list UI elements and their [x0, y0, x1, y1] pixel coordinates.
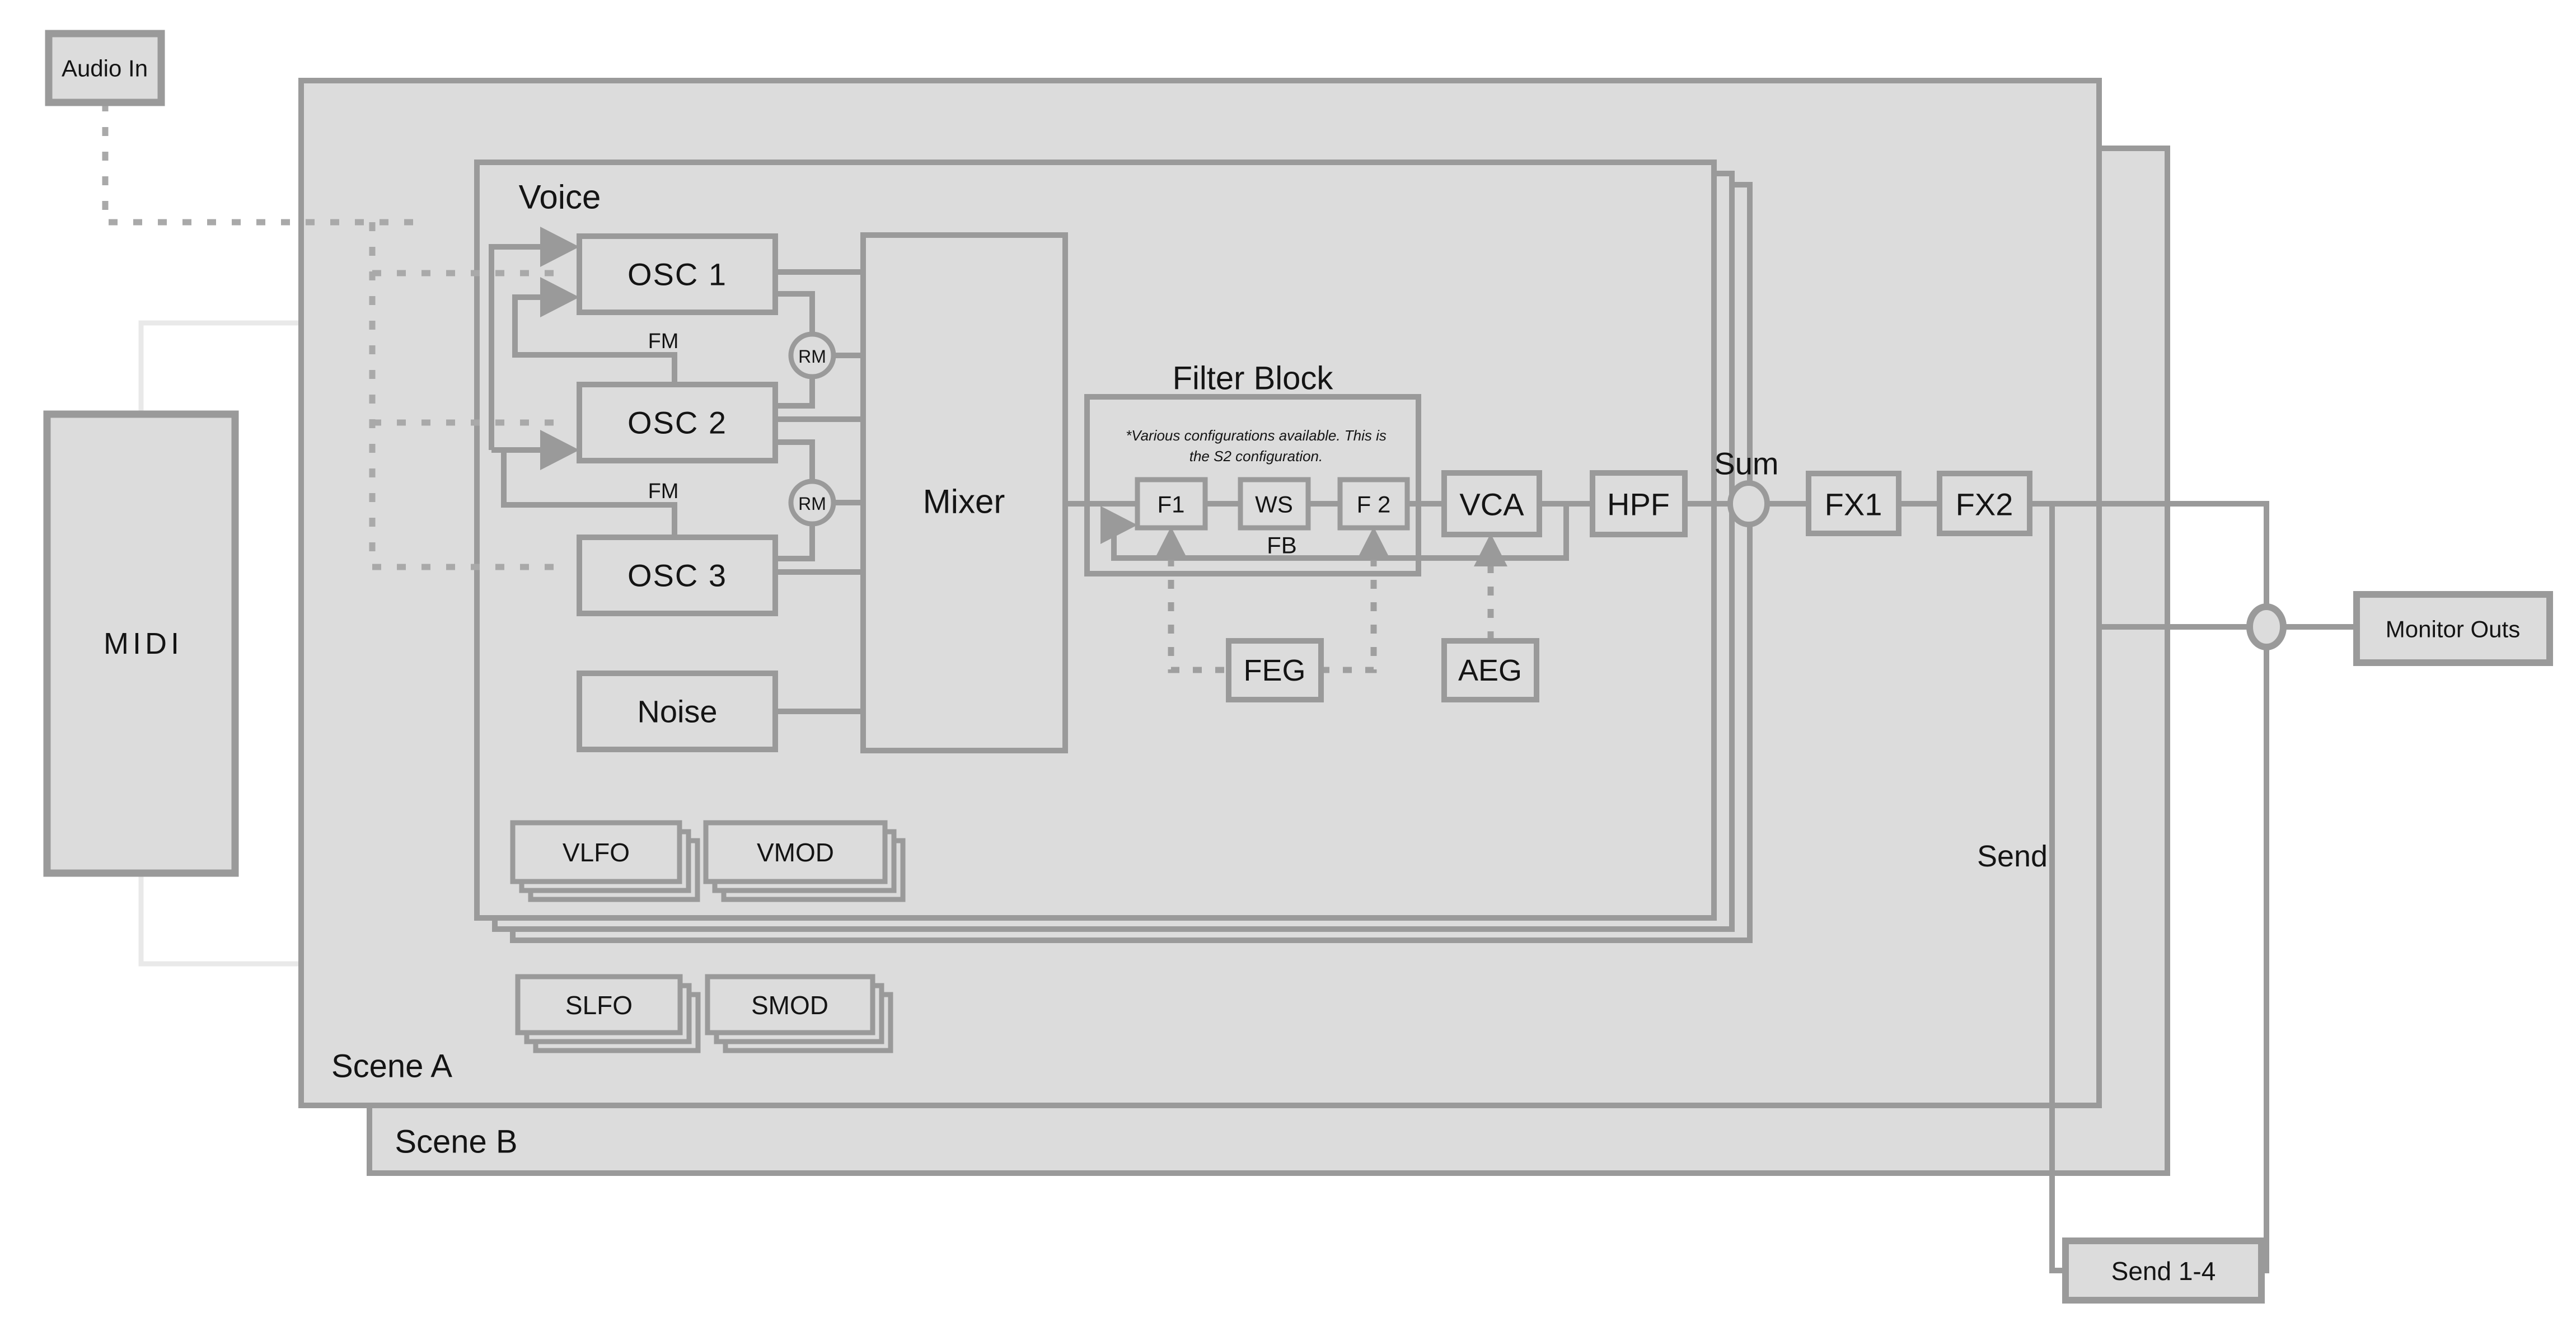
- scene-b-label: Scene B: [395, 1124, 517, 1160]
- rm1-circle: [788, 331, 836, 379]
- audio-in-label: Audio In: [62, 55, 148, 82]
- osc2-label: OSC 2: [627, 405, 727, 440]
- dotted-lines: [102, 102, 1494, 673]
- feedback-arrow-icon: [1100, 506, 1137, 544]
- fm2-loop-line: [501, 450, 677, 537]
- osc1-box: [577, 233, 778, 315]
- osc-bus-line: [489, 244, 560, 450]
- fx2-label: FX2: [1956, 487, 2013, 522]
- midi-bottom-line: [138, 873, 313, 967]
- send-tap-line: [2049, 504, 2066, 1273]
- filter-block-title: Filter Block: [1173, 360, 1334, 397]
- mixer-box: [860, 232, 1068, 753]
- vmod-label: VMOD: [757, 838, 834, 867]
- midi-label: MIDI: [104, 627, 183, 660]
- aeg-vca-arrow-icon: [1474, 533, 1507, 566]
- vca-box: [1441, 470, 1542, 537]
- mod-stacks: [510, 820, 906, 1053]
- midi-box: [43, 410, 239, 877]
- osc1-fm-arrow-icon: [540, 277, 579, 317]
- audio-dotted-bus: [369, 222, 563, 570]
- feg-f2-arrow-icon: [1357, 527, 1390, 560]
- rm2-to-osc3-line: [775, 524, 815, 561]
- arrowheads: [540, 227, 1507, 566]
- voice-label: Voice: [519, 179, 601, 216]
- blocks: [43, 30, 2553, 1304]
- osc3-box: [577, 535, 778, 616]
- feg-to-f1-dotted: [1168, 557, 1229, 673]
- vmod-box: [703, 820, 888, 884]
- hpf-box: [1590, 470, 1688, 537]
- filter-block-box: [1084, 394, 1421, 576]
- feg-box: [1226, 638, 1324, 702]
- fx1-box: [1806, 471, 1901, 536]
- send-bus-label: Send 1-4: [2111, 1257, 2216, 1286]
- vca-label: VCA: [1459, 487, 1524, 522]
- fm1-label: FM: [648, 330, 679, 353]
- smod-label: SMOD: [751, 991, 828, 1020]
- feg-f1-arrow-icon: [1154, 527, 1188, 560]
- slfo-box: [515, 974, 683, 1035]
- monitor-outs-box: [2353, 591, 2553, 666]
- hpf-label: HPF: [1607, 487, 1670, 522]
- vlfo-box: [510, 820, 682, 884]
- rm2-circle: [788, 479, 836, 527]
- mixer-label: Mixer: [923, 483, 1005, 521]
- feg-label: FEG: [1243, 654, 1305, 687]
- fm1-loop-line: [512, 294, 677, 385]
- scene-a-label: Scene A: [331, 1048, 452, 1085]
- fx2-out-line: [2030, 501, 2269, 607]
- aeg-label: AEG: [1458, 654, 1522, 687]
- noise-box: [577, 671, 778, 752]
- aeg-box: [1441, 638, 1539, 702]
- osc1-to-rm1-line: [775, 291, 815, 334]
- ws-label: WS: [1255, 491, 1293, 518]
- send-bus-box: [2062, 1237, 2265, 1304]
- smod-box: [705, 974, 875, 1035]
- f1-label: F1: [1157, 491, 1184, 518]
- osc2-arrow-icon: [540, 430, 579, 470]
- sum-node: [1727, 480, 1770, 527]
- f2-label: F 2: [1357, 491, 1391, 518]
- fx2-box: [1937, 471, 2032, 536]
- filter-note-line2: the S2 configuration.: [1189, 448, 1323, 465]
- fm2-label: FM: [648, 480, 679, 503]
- filter-note-line1: *Various configurations available. This …: [1126, 427, 1387, 444]
- feg-to-f2-dotted: [1321, 557, 1377, 673]
- osc1-bus-arrow-icon: [540, 227, 579, 267]
- noise-label: Noise: [637, 694, 717, 729]
- f2-box: [1337, 477, 1410, 531]
- rm1-label: RM: [798, 346, 826, 367]
- osc1-label: OSC 1: [627, 257, 727, 292]
- osc3-label: OSC 3: [627, 558, 727, 593]
- send-label: Send: [1977, 840, 2048, 873]
- vlfo-label: VLFO: [563, 838, 630, 867]
- labels: Audio In MIDI Voice OSC 1 OSC 2 OSC 3 No…: [62, 55, 2520, 1286]
- monitor-junction-node: [2246, 603, 2287, 650]
- midi-top-line: [138, 320, 313, 414]
- junction-to-send-line: [2261, 646, 2269, 1273]
- rm1-to-osc2-line: [775, 377, 815, 409]
- osc2-to-rm2-line: [775, 439, 815, 481]
- monitor-outs-label: Monitor Outs: [2386, 616, 2520, 643]
- rm2-label: RM: [798, 494, 826, 514]
- audio-in-box: [45, 30, 165, 106]
- f1-box: [1135, 477, 1208, 531]
- sum-label: Sum: [1714, 446, 1778, 481]
- fx1-label: FX1: [1825, 487, 1882, 522]
- slfo-label: SLFO: [565, 991, 633, 1020]
- midi-connections: [138, 320, 313, 967]
- ws-box: [1238, 477, 1311, 531]
- osc2-box: [577, 382, 778, 463]
- fb-label: FB: [1267, 532, 1297, 559]
